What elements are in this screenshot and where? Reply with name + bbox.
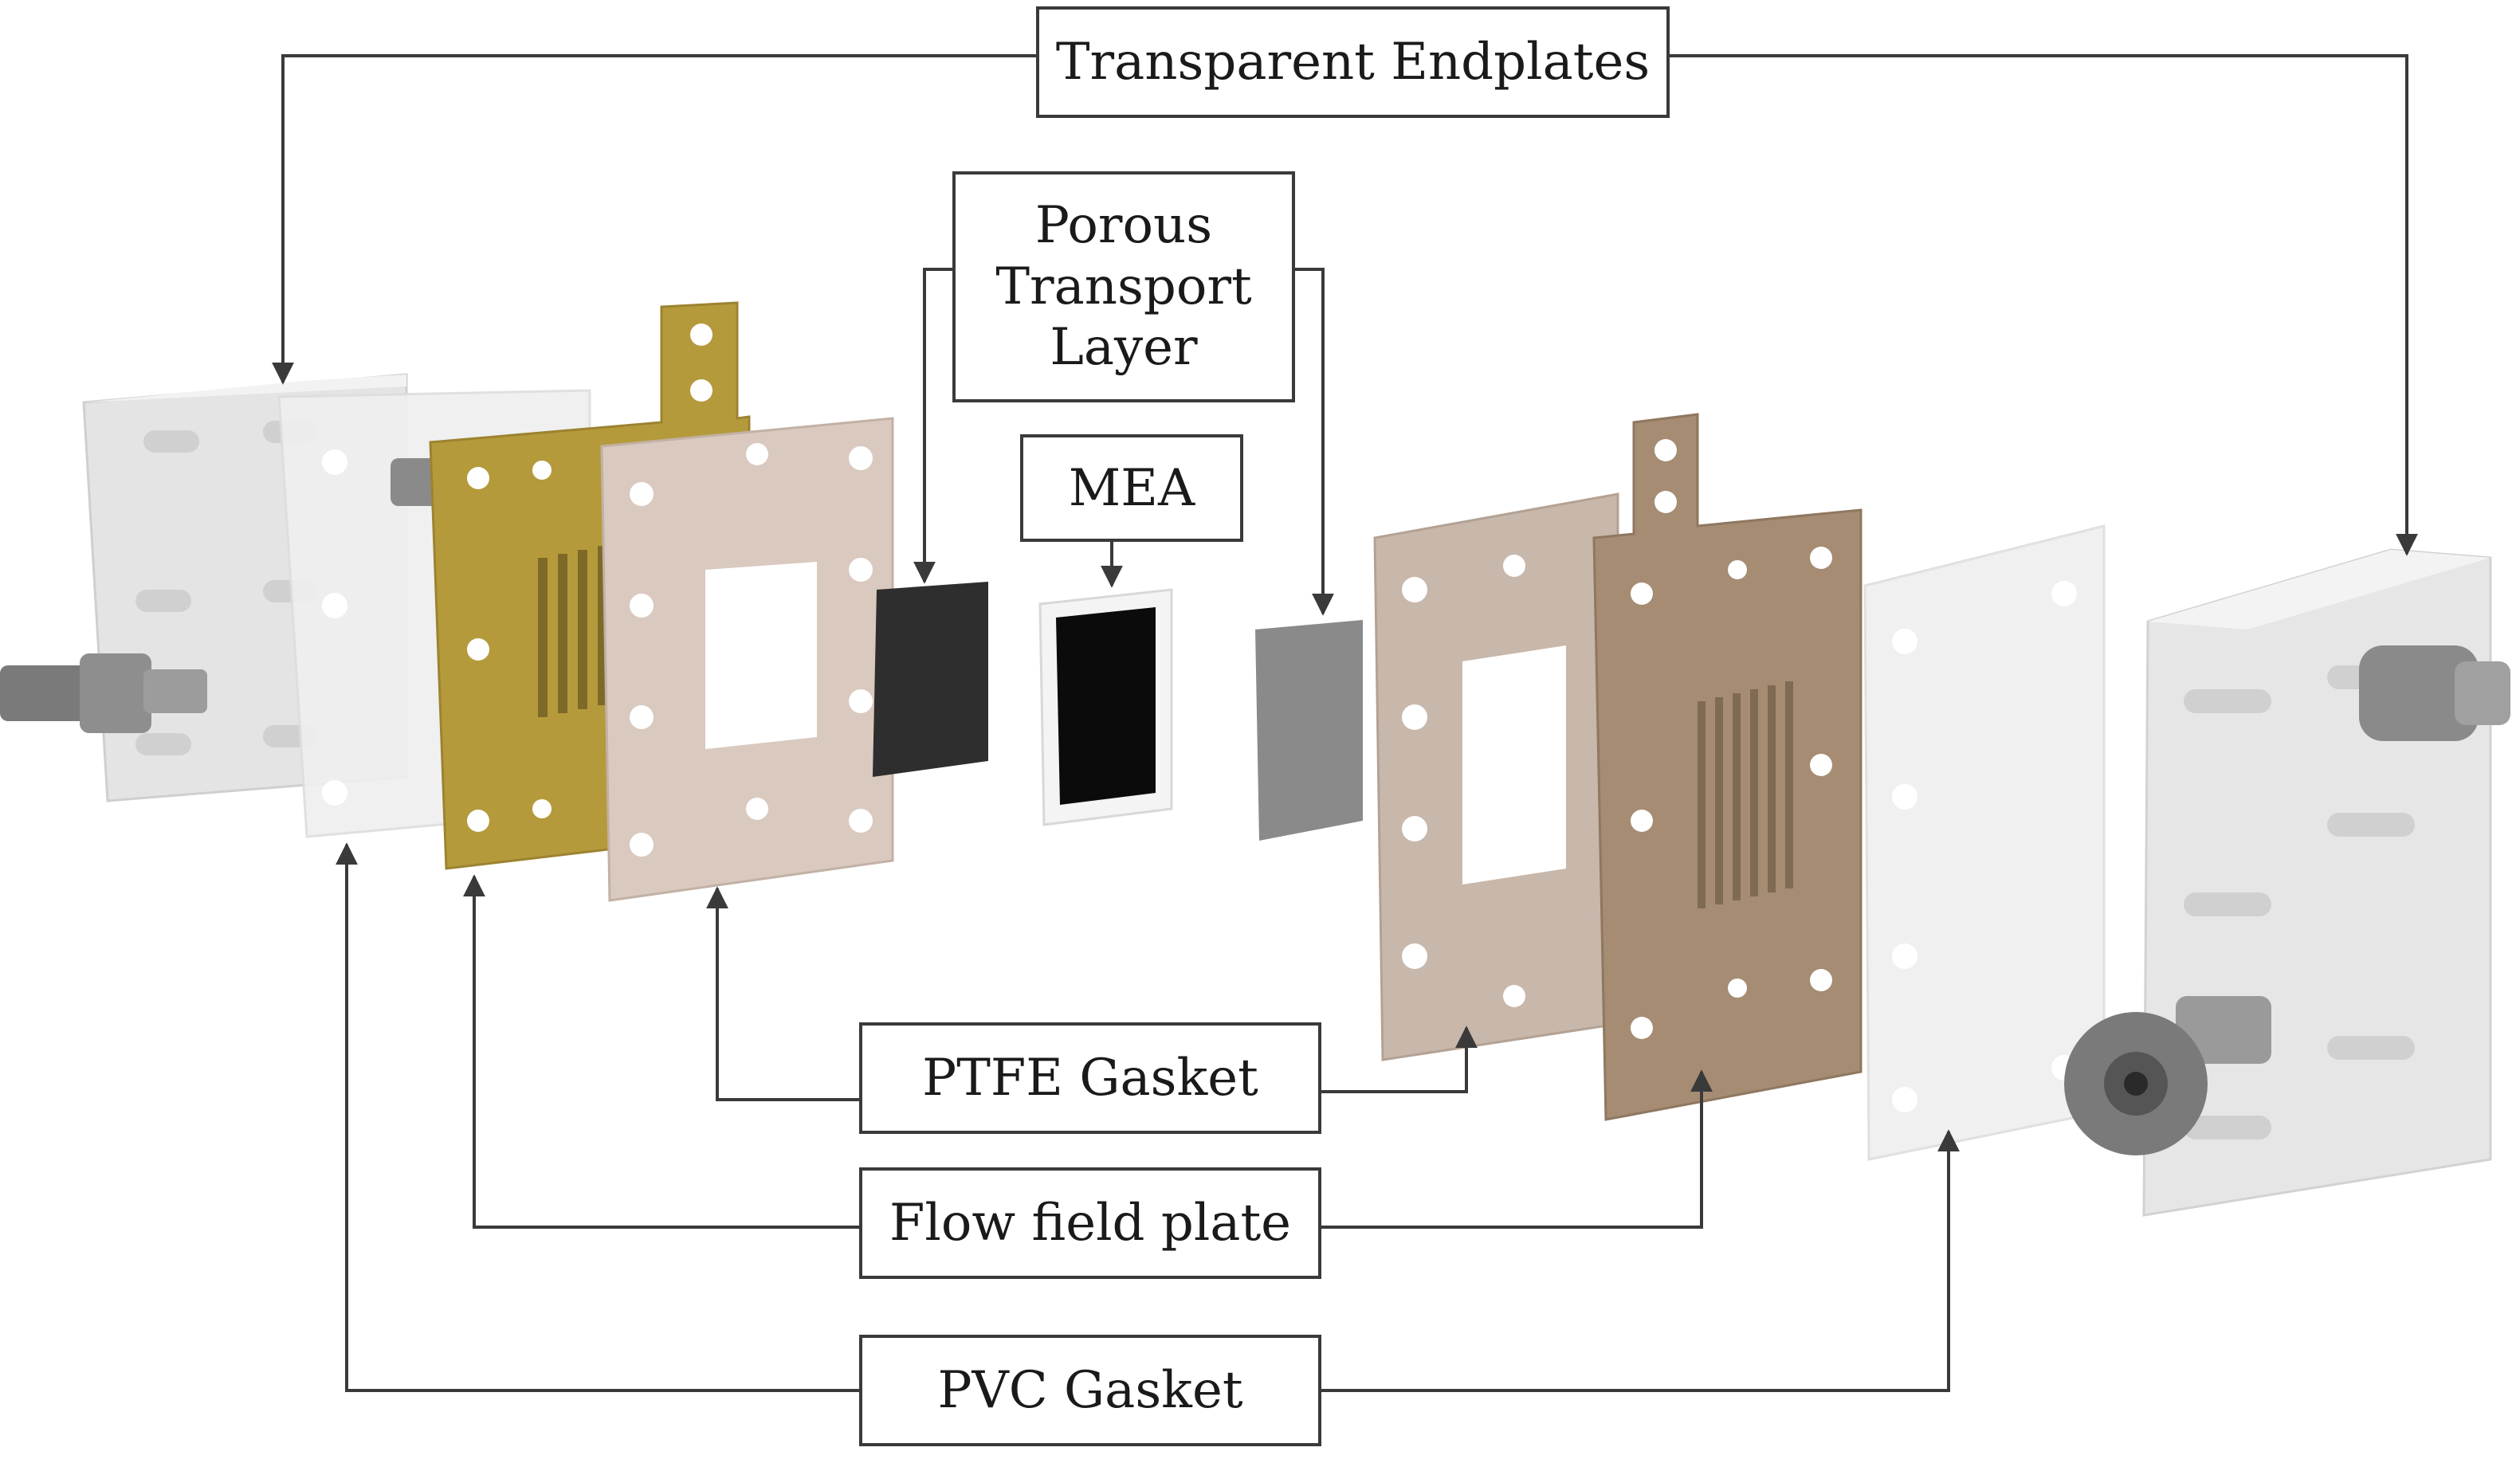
right-ptfe-gasket [1373,492,1619,1061]
left-ptfe-gasket [600,417,894,902]
label-ptl-line-2: Transport [995,257,1252,316]
right-fitting-top [2359,645,2510,741]
membrane-electrode-assembly [1038,588,1173,826]
left-fitting [0,653,207,733]
right-pvc-gasket [1863,524,2106,1161]
label-transparent-endplates: Transparent Endplates [1036,6,1670,118]
label-mea: MEA [1020,434,1243,542]
ptl-line-left [913,268,956,584]
label-ptl-line-1: Porous [1034,195,1213,255]
label-ptl-line-3: Layer [1050,318,1198,378]
left-porous-transport-layer [873,582,988,777]
label-ptfe-gasket: PTFE Gasket [859,1022,1321,1134]
connector-lines [272,54,2418,1392]
pvc-line-left [336,842,861,1392]
label-pvc-gasket: PVC Gasket [859,1335,1321,1446]
endplates-line-right [1666,54,2418,556]
right-porous-transport-layer [1255,620,1363,841]
endplates-line-left [272,54,1040,385]
right-fitting-bottom [2064,996,2271,1155]
pvc-line-right [1319,1129,1960,1392]
ptfe-line-right [1319,1026,1478,1093]
flow-plate-line-left [463,874,861,1229]
ptfe-line-left [706,886,861,1101]
label-ptfe-gasket-text: PTFE Gasket [922,1049,1258,1108]
label-transparent-endplates-text: Transparent Endplates [1055,33,1651,92]
label-flow-field-plate: Flow field plate [859,1167,1321,1279]
label-porous-transport-layer: Porous Transport Layer [952,171,1295,402]
right-flow-field-plate [1592,413,1863,1121]
ptl-line-right [1291,268,1334,616]
label-pvc-gasket-text: PVC Gasket [937,1361,1243,1420]
label-flow-field-plate-text: Flow field plate [889,1194,1292,1253]
flow-plate-line-right [1319,1069,1713,1229]
label-mea-text: MEA [1068,458,1195,518]
